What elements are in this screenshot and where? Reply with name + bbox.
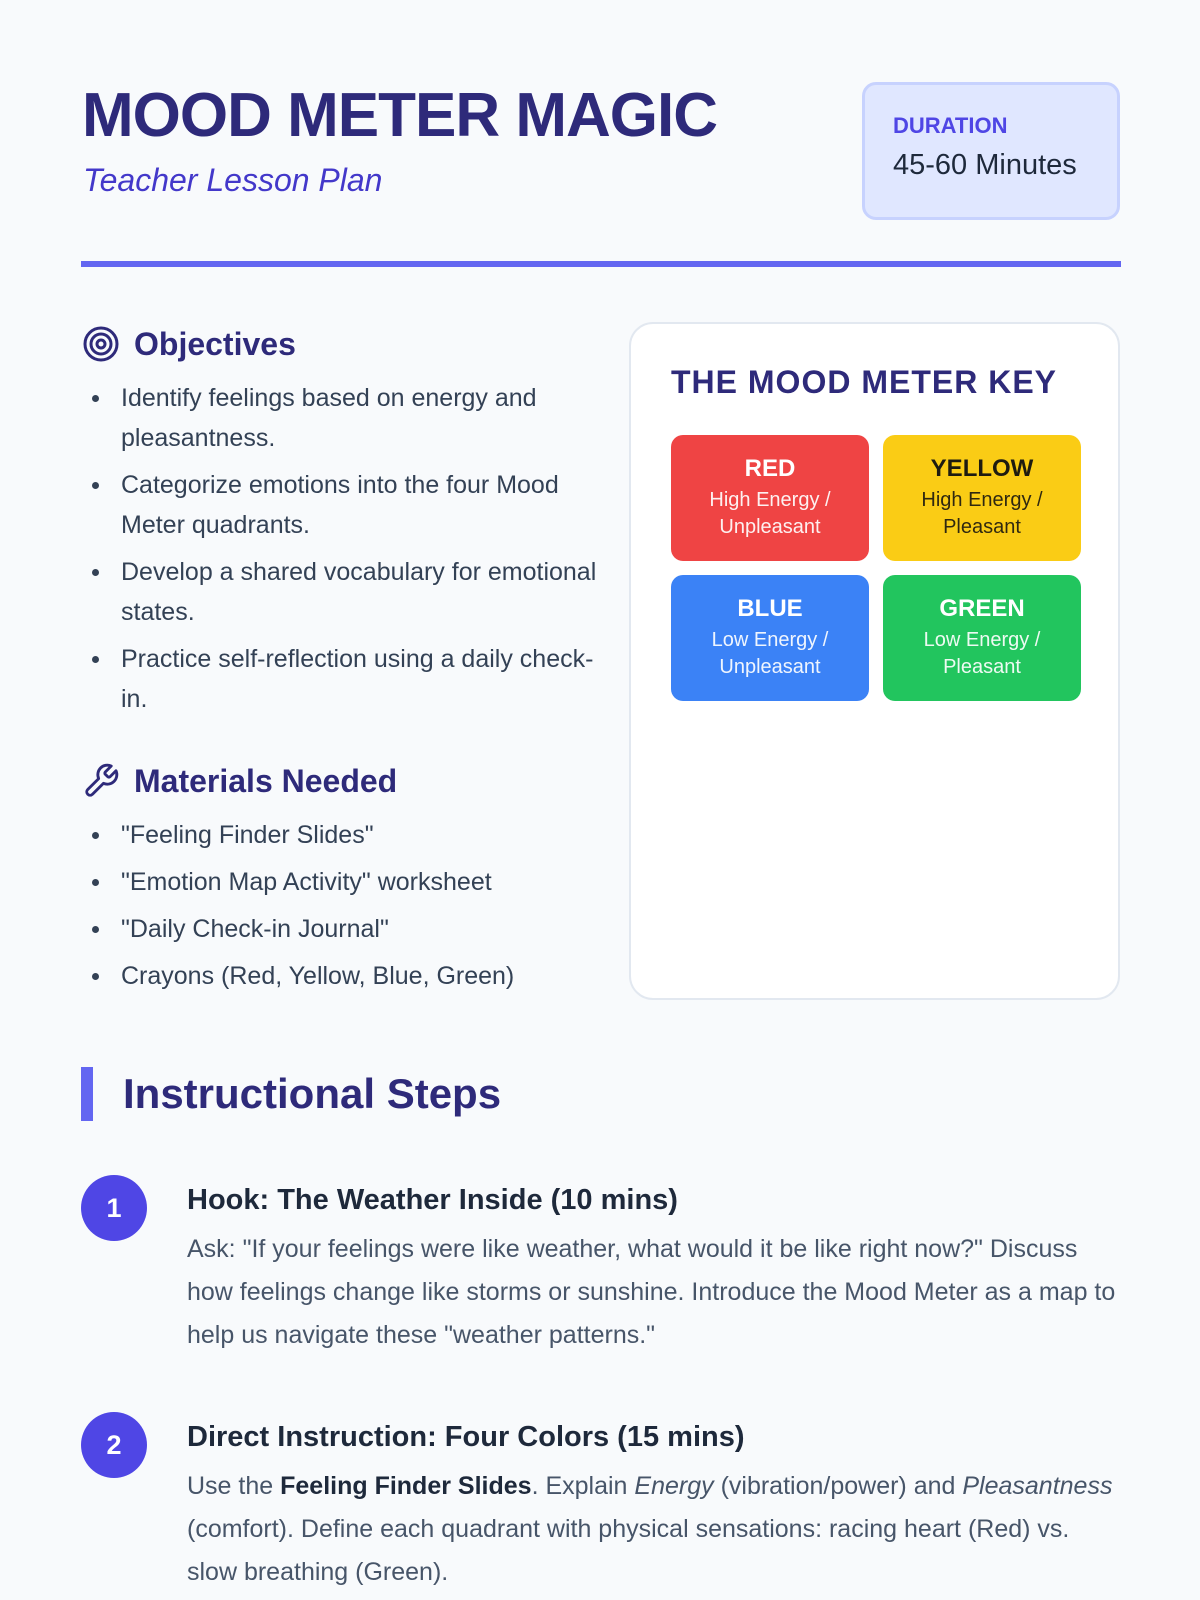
quadrant-name: RED bbox=[744, 455, 796, 482]
quadrant-grid: RED High Energy / Unpleasant YELLOW High E… bbox=[671, 435, 1081, 701]
quadrant-name: YELLOW bbox=[930, 455, 1034, 482]
duration-label: DURATION bbox=[893, 113, 1008, 138]
materials-heading-text: Materials Needed bbox=[134, 762, 398, 799]
step-2: 2 Direct Instruction: Four Colors (15 mi… bbox=[81, 1412, 1121, 1594]
list-item: Develop a shared vocabulary for emotiona… bbox=[82, 552, 602, 632]
mood-meter-key-card: THE MOOD METER KEY RED High Energy / Unpl… bbox=[629, 322, 1120, 1000]
quadrant-green: GREEN Low Energy / Pleasant bbox=[883, 575, 1081, 701]
list-item: "Feeling Finder Slides" bbox=[82, 815, 602, 855]
text: (comfort). Define each quadrant with phy… bbox=[187, 1515, 1070, 1586]
emphasis: Pleasantness bbox=[962, 1472, 1113, 1500]
materials-heading: Materials Needed bbox=[82, 759, 602, 803]
quadrant-blue: BLUE Low Energy / Unpleasant bbox=[671, 575, 869, 701]
step-title: Hook: The Weather Inside (10 mins) bbox=[187, 1184, 678, 1216]
duration-badge: DURATION 45-60 Minutes bbox=[862, 82, 1120, 220]
target-icon bbox=[83, 326, 119, 362]
header-divider bbox=[81, 261, 1121, 267]
quadrant-desc: Low Energy / Unpleasant bbox=[711, 629, 829, 678]
quadrant-name: BLUE bbox=[737, 595, 803, 622]
emphasis: Energy bbox=[634, 1472, 714, 1500]
materials-list: "Feeling Finder Slides" "Emotion Map Act… bbox=[82, 815, 602, 996]
page-title: MOOD METER MAGIC bbox=[82, 81, 718, 150]
objectives-list: Identify feelings based on energy and pl… bbox=[82, 378, 602, 719]
objectives-heading: Objectives bbox=[82, 322, 602, 366]
steps-heading: Instructional Steps bbox=[81, 1067, 501, 1121]
page-subtitle: Teacher Lesson Plan bbox=[83, 162, 383, 198]
step-number: 1 bbox=[81, 1175, 147, 1241]
list-item: Crayons (Red, Yellow, Blue, Green) bbox=[82, 956, 602, 996]
text: Use the bbox=[187, 1472, 281, 1500]
objectives-heading-text: Objectives bbox=[134, 325, 296, 362]
list-item: Identify feelings based on energy and pl… bbox=[82, 378, 602, 458]
list-item: Categorize emotions into the four Mood M… bbox=[82, 465, 602, 545]
quadrant-red: RED High Energy / Unpleasant bbox=[671, 435, 869, 561]
step-body: Ask: "If your feelings were like weather… bbox=[187, 1235, 1116, 1349]
step-number: 2 bbox=[81, 1412, 147, 1478]
quadrant-yellow: YELLOW High Energy / Pleasant bbox=[883, 435, 1081, 561]
left-column: Objectives Identify feelings based on en… bbox=[82, 322, 602, 1003]
quadrant-name: GREEN bbox=[939, 595, 1025, 622]
key-heading: THE MOOD METER KEY bbox=[671, 364, 1058, 400]
quadrant-desc: High Energy / Unpleasant bbox=[709, 489, 831, 538]
step-title: Direct Instruction: Four Colors (15 mins… bbox=[187, 1421, 745, 1453]
duration-value: 45-60 Minutes bbox=[893, 149, 1077, 181]
step-body: Use the Feeling Finder Slides. Explain E… bbox=[187, 1465, 1121, 1594]
list-item: "Daily Check-in Journal" bbox=[82, 909, 602, 949]
quadrant-desc: High Energy / Pleasant bbox=[921, 489, 1043, 538]
list-item: "Emotion Map Activity" worksheet bbox=[82, 862, 602, 902]
emphasis: Feeling Finder Slides bbox=[280, 1472, 532, 1500]
step-1: 1 Hook: The Weather Inside (10 mins) Ask… bbox=[81, 1175, 1121, 1357]
quadrant-desc: Low Energy / Pleasant bbox=[923, 629, 1041, 678]
text: (vibration/power) and bbox=[713, 1472, 963, 1500]
text: . Explain bbox=[531, 1472, 635, 1500]
wrench-icon bbox=[85, 763, 119, 797]
list-item: Practice self-reflection using a daily c… bbox=[82, 639, 602, 719]
